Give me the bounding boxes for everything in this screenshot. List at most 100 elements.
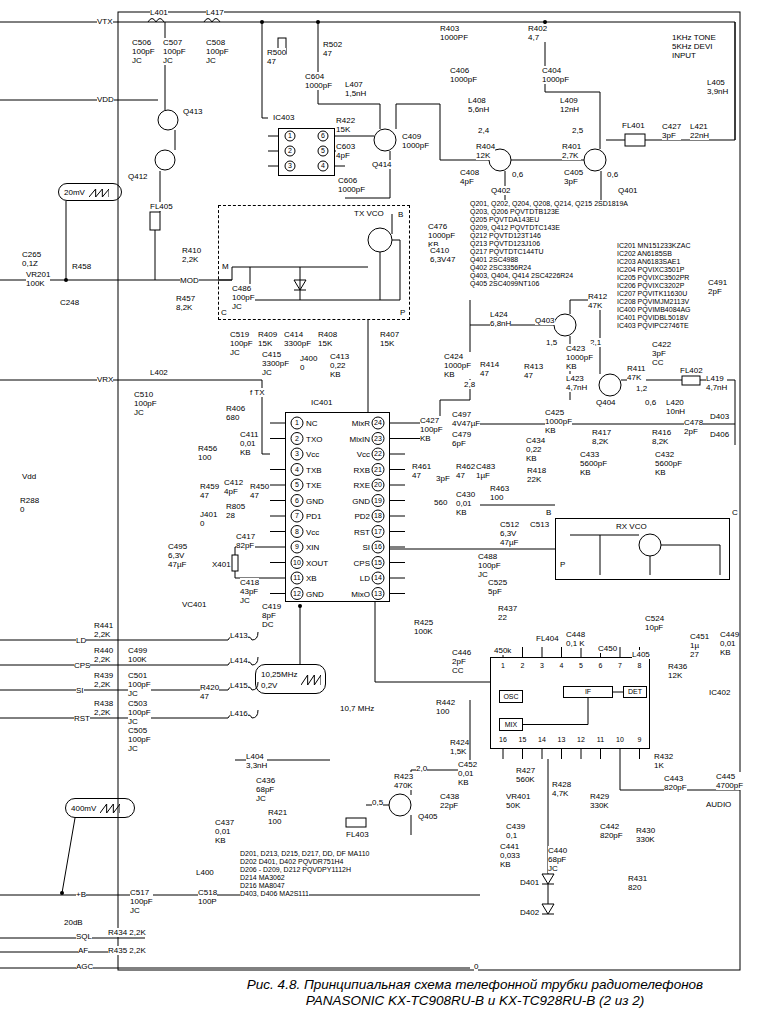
part-label: Q401 xyxy=(618,186,638,195)
part-label: FL402 xyxy=(680,366,703,375)
part-label: C418 43pF JC xyxy=(240,578,259,605)
pin-label: 4 xyxy=(321,162,325,170)
waveform-callout: 10,25MHz 0,2V xyxy=(255,664,326,694)
part-label: R416 8,2K xyxy=(652,428,671,446)
part-label: R425 100K xyxy=(414,618,433,636)
wire xyxy=(291,572,303,584)
part-label: L416 xyxy=(230,709,248,718)
part-label: B xyxy=(398,210,403,219)
wire xyxy=(372,417,384,429)
pin-label: 1 xyxy=(501,662,505,670)
wire xyxy=(639,534,661,556)
parts-list-row: IC403 PQVIPC2746TE xyxy=(617,322,689,330)
pin-label: 21 xyxy=(374,466,382,474)
part-label: R457 8,2K xyxy=(176,294,195,312)
part-label: C606 1000pF xyxy=(338,176,365,194)
part-label: C441 0,033 KB xyxy=(500,842,520,869)
part-label: L407 1,5nH xyxy=(345,80,366,98)
wire xyxy=(372,448,384,460)
part-label: C410 6,3V47 xyxy=(430,246,455,264)
wire xyxy=(0,12,740,970)
part-label: R412 47K xyxy=(588,292,607,310)
part-label: C491 2pF xyxy=(708,278,727,296)
wire xyxy=(291,495,303,507)
part-label: 2,5 xyxy=(572,126,583,135)
part-label: C442 820pF xyxy=(600,822,623,840)
part-label: FL401 xyxy=(622,121,645,130)
part-label: C451 1µ 27 xyxy=(690,632,709,659)
part-label: R436 12K xyxy=(668,662,687,680)
node-label: MIX xyxy=(505,721,517,729)
part-label: C445 4700pF xyxy=(716,772,743,790)
part-label: L405 xyxy=(632,650,650,659)
part-label: L400 xyxy=(196,868,214,877)
pin-label: 2 xyxy=(521,662,525,670)
part-label: P xyxy=(560,560,565,569)
part-label: R408 15K xyxy=(318,330,337,348)
pin-label: 9 xyxy=(638,736,642,744)
pin-label: TXO xyxy=(306,434,322,443)
pin-label: 13 xyxy=(558,736,566,744)
pin-label: 6 xyxy=(599,662,603,670)
wire xyxy=(291,588,303,600)
pin-label: 10 xyxy=(616,736,624,744)
part-label: C448 0,1 K xyxy=(566,630,585,648)
wire xyxy=(158,110,178,130)
pin-label: MixIN xyxy=(350,434,370,443)
node-label: IF xyxy=(585,688,591,696)
junction-dot xyxy=(64,278,68,282)
waveform-symbol xyxy=(89,188,109,198)
pin-label: 17 xyxy=(374,528,382,536)
part-label: R502 47 xyxy=(323,40,342,58)
part-label: CPS xyxy=(74,661,90,670)
pin-label: 6 xyxy=(295,497,299,505)
part-label: 3pF xyxy=(436,474,450,483)
parts-list-row: D214 MA3062 xyxy=(240,874,285,882)
part-label: C434 0,22 KB xyxy=(526,436,545,463)
part-label: C443 820pF xyxy=(664,774,687,792)
parts-list-row: IC400 PQVIMB4084AG xyxy=(617,306,691,314)
part-label: L423 4,7nH xyxy=(566,374,587,392)
part-label: Q413 xyxy=(183,107,203,116)
wire xyxy=(291,526,303,538)
signal-connector xyxy=(613,692,623,693)
pin-label: Vcc xyxy=(306,450,319,459)
wire xyxy=(372,433,384,445)
part-label: 2,0 xyxy=(416,764,427,773)
wire xyxy=(155,22,735,280)
part-label: L405 3,9nH xyxy=(707,78,728,96)
pin-label: 7 xyxy=(618,662,622,670)
waveform-symbol xyxy=(301,674,321,686)
part-label: R410 2,2K xyxy=(182,246,201,264)
part-label: SI xyxy=(76,686,84,695)
pin-label: 9 xyxy=(295,543,299,551)
part-label: R407 15K xyxy=(380,330,399,348)
pin-label: 7 xyxy=(295,512,299,520)
parts-list-row: Q403, Q404, Q414 2SC4226R24 xyxy=(470,272,573,280)
part-label: 0,6 xyxy=(607,170,618,179)
junction-dot xyxy=(260,20,264,24)
pin-label: 3 xyxy=(295,450,299,458)
part-label: L402 xyxy=(150,368,168,377)
pin-label: 14 xyxy=(538,736,546,744)
part-label: R430 330K xyxy=(636,826,655,844)
pin-label: 4 xyxy=(295,466,299,474)
wire xyxy=(291,464,303,476)
part-label: L414 xyxy=(230,656,248,665)
part-label: VTX xyxy=(97,17,113,26)
wire xyxy=(285,146,295,156)
part-label: C423 1000pF KB xyxy=(566,344,593,371)
part-label: Q402 xyxy=(491,186,511,195)
pin-label: RXE xyxy=(354,481,370,490)
parts-list-row: D216 MA8047 xyxy=(240,882,285,890)
parts-list-row: IC204 PQVIXC3501P xyxy=(617,266,684,274)
node-label: DET xyxy=(628,688,642,696)
pin-label: 19 xyxy=(374,497,382,505)
part-label: C506 100pF JC xyxy=(132,38,155,65)
pin-label: 8 xyxy=(295,528,299,536)
part-label: Q404 xyxy=(596,398,616,407)
part-label: R418 22K xyxy=(527,466,546,484)
part-label: R409 15K xyxy=(258,330,277,348)
wire xyxy=(584,149,606,171)
part-label: R438 2,2K xyxy=(94,699,113,717)
